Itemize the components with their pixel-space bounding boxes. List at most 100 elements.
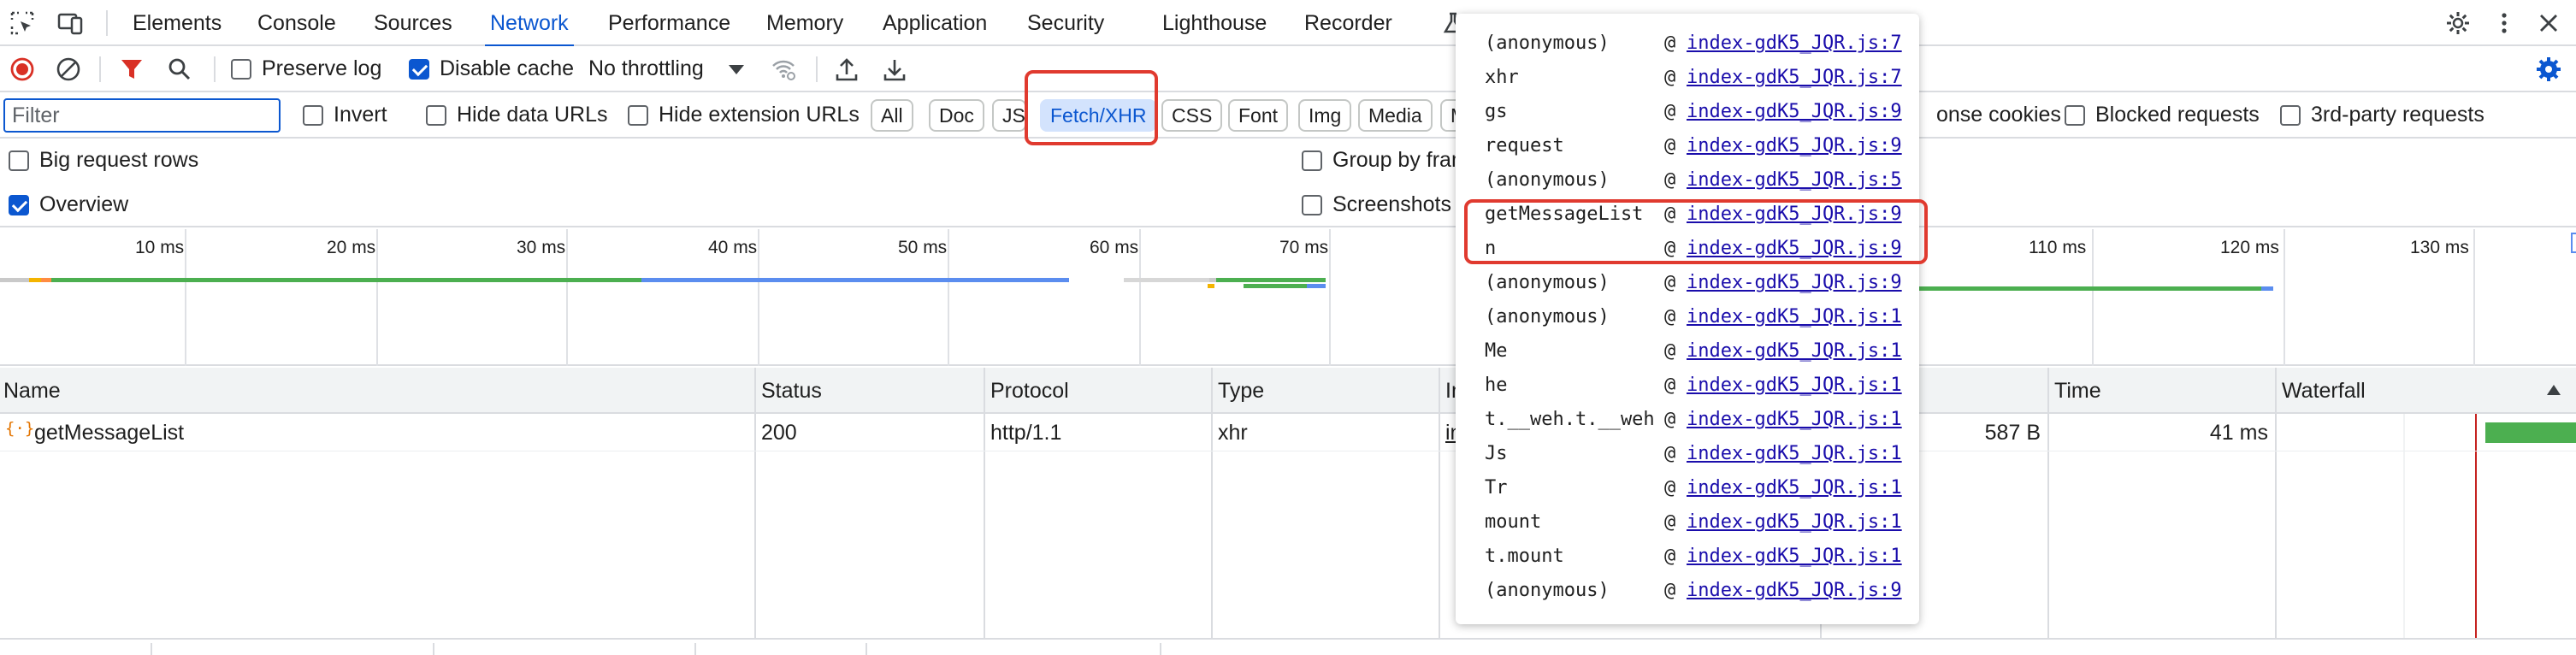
frame-source-link[interactable]: index-gdK5_JQR.js:9 (1687, 204, 1902, 225)
filter-type-img[interactable]: Img (1298, 99, 1352, 132)
column-header-status[interactable]: Status (761, 379, 822, 403)
waterfall-bar[interactable] (2485, 422, 2576, 443)
column-header-protocol[interactable]: Protocol (990, 379, 1069, 403)
preserve-log-label: Preserve log (262, 56, 382, 80)
options-row: Overview Screenshots (0, 183, 2576, 227)
filter-type-all[interactable]: All (871, 99, 913, 132)
request-name[interactable]: getMessageList (34, 421, 185, 445)
overview-checkbox[interactable] (9, 195, 29, 215)
tab-network[interactable]: Network (485, 0, 574, 48)
status-bar (0, 638, 2576, 655)
more-vert-icon[interactable] (2490, 9, 2518, 37)
frame-function: (anonymous) (1485, 306, 1610, 328)
tab-performance[interactable]: Performance (608, 11, 731, 35)
frame-source-link[interactable]: index-gdK5_JQR.js:1 (1687, 443, 1902, 464)
frame-source-link[interactable]: index-gdK5_JQR.js:1 (1687, 375, 1902, 396)
network-conditions-icon[interactable] (770, 56, 797, 83)
frame-source-link[interactable]: index-gdK5_JQR.js:1 (1687, 477, 1902, 499)
tab-elements[interactable]: Elements (133, 11, 222, 35)
group-by-frame-checkbox[interactable] (1302, 150, 1322, 171)
frame-source-link[interactable]: index-gdK5_JQR.js:1 (1687, 409, 1902, 430)
hide-extension-urls-checkbox[interactable] (628, 105, 648, 126)
divider (866, 643, 867, 655)
frame-source-link[interactable]: index-gdK5_JQR.js:9 (1687, 101, 1902, 122)
filter-type-doc[interactable]: Doc (929, 99, 984, 132)
filter-input[interactable] (3, 98, 281, 133)
tick-label: 10 ms (135, 238, 185, 257)
tab-application[interactable]: Application (883, 11, 988, 35)
frame-source-link[interactable]: index-gdK5_JQR.js:9 (1687, 272, 1902, 293)
column-header-type[interactable]: Type (1218, 379, 1265, 403)
filter-type-font[interactable]: Font (1228, 99, 1289, 132)
screenshots-checkbox[interactable] (1302, 195, 1322, 215)
tab-lighthouse[interactable]: Lighthouse (1162, 11, 1267, 35)
request-size: 587 B (1984, 421, 2041, 445)
preserve-log-checkbox[interactable] (231, 59, 251, 80)
export-har-icon[interactable] (881, 56, 908, 83)
search-icon[interactable] (166, 56, 193, 83)
clear-icon[interactable] (55, 56, 82, 83)
divider (151, 643, 152, 655)
frame-function: he (1485, 375, 1508, 396)
frame-source-link[interactable]: index-gdK5_JQR.js:5 (1687, 169, 1902, 191)
filter-type-media[interactable]: Media (1358, 99, 1433, 132)
filter-type-js[interactable]: JS (992, 99, 1026, 132)
overview-bar (1208, 284, 1214, 288)
call-stack-frame: t.mount@index-gdK5_JQR.js:1 (1456, 540, 1919, 574)
tab-security[interactable]: Security (1027, 11, 1105, 35)
network-settings-icon[interactable] (2535, 56, 2562, 83)
frame-source-link[interactable]: index-gdK5_JQR.js:1 (1687, 306, 1902, 328)
filter-type-css[interactable]: CSS (1161, 99, 1223, 132)
divider (106, 10, 108, 36)
frame-source-link[interactable]: index-gdK5_JQR.js:9 (1687, 135, 1902, 156)
frame-source-link[interactable]: index-gdK5_JQR.js:7 (1687, 32, 1902, 54)
tick-label: 130 ms (2410, 238, 2469, 257)
table-row[interactable]: {·} getMessageList 200 http/1.1 xhr in 5… (0, 414, 2576, 451)
tab-sources[interactable]: Sources (374, 11, 452, 35)
frame-source-link[interactable]: index-gdK5_JQR.js:1 (1687, 511, 1902, 533)
request-type: xhr (1218, 421, 1248, 445)
device-toolbar-icon[interactable] (56, 9, 84, 37)
table-header: Name Status Protocol Type In Time Waterf… (0, 368, 2576, 414)
settings-gear-icon[interactable] (2444, 9, 2472, 37)
inspect-element-icon[interactable] (9, 9, 36, 37)
frame-function: Me (1485, 340, 1508, 362)
frame-source-link[interactable]: index-gdK5_JQR.js:1 (1687, 340, 1902, 362)
invert-checkbox[interactable] (303, 105, 323, 126)
frame-source-link[interactable]: index-gdK5_JQR.js:9 (1687, 238, 1902, 259)
hide-data-urls-checkbox[interactable] (426, 105, 446, 126)
close-icon[interactable] (2535, 9, 2562, 37)
invert-label: Invert (334, 103, 387, 127)
tab-recorder[interactable]: Recorder (1304, 11, 1392, 35)
column-header-name[interactable]: Name (3, 379, 61, 403)
throttling-select[interactable]: No throttling (588, 56, 704, 80)
overview-bar (1216, 278, 1326, 282)
frame-source-link[interactable]: index-gdK5_JQR.js:7 (1687, 67, 1902, 88)
chevron-down-icon[interactable] (729, 65, 744, 74)
overview-resize-handle[interactable] (2571, 233, 2576, 253)
call-stack-frame: n@index-gdK5_JQR.js:9 (1456, 232, 1919, 266)
overview-timeline[interactable]: 10 ms 20 ms 30 ms 40 ms 50 ms 60 ms 70 m… (0, 229, 2576, 366)
column-header-time[interactable]: Time (2054, 379, 2101, 403)
big-request-rows-label: Big request rows (39, 148, 199, 172)
tab-console[interactable]: Console (257, 11, 336, 35)
import-har-icon[interactable] (833, 56, 860, 83)
disable-cache-checkbox[interactable] (409, 59, 429, 80)
third-party-requests-checkbox[interactable] (2280, 105, 2301, 126)
frame-at: @ (1664, 272, 1676, 293)
blocked-requests-checkbox[interactable] (2065, 105, 2085, 126)
sort-ascending-icon[interactable] (2547, 385, 2561, 395)
filter-icon[interactable] (118, 56, 145, 83)
filter-type-fetch-xhr[interactable]: Fetch/XHR (1040, 99, 1157, 132)
column-divider (2275, 368, 2277, 638)
tab-memory[interactable]: Memory (766, 11, 844, 35)
frame-source-link[interactable]: index-gdK5_JQR.js:9 (1687, 580, 1902, 601)
record-stop-icon[interactable] (9, 56, 36, 83)
overview-bar (1244, 284, 1307, 288)
frame-source-link[interactable]: index-gdK5_JQR.js:1 (1687, 546, 1902, 567)
call-stack-frame: t.__weh.t.__weh@index-gdK5_JQR.js:1 (1456, 403, 1919, 437)
column-header-waterfall[interactable]: Waterfall (2282, 379, 2366, 403)
big-request-rows-checkbox[interactable] (9, 150, 29, 171)
blocked-requests-label: Blocked requests (2095, 103, 2260, 127)
frame-function: request (1485, 135, 1564, 156)
